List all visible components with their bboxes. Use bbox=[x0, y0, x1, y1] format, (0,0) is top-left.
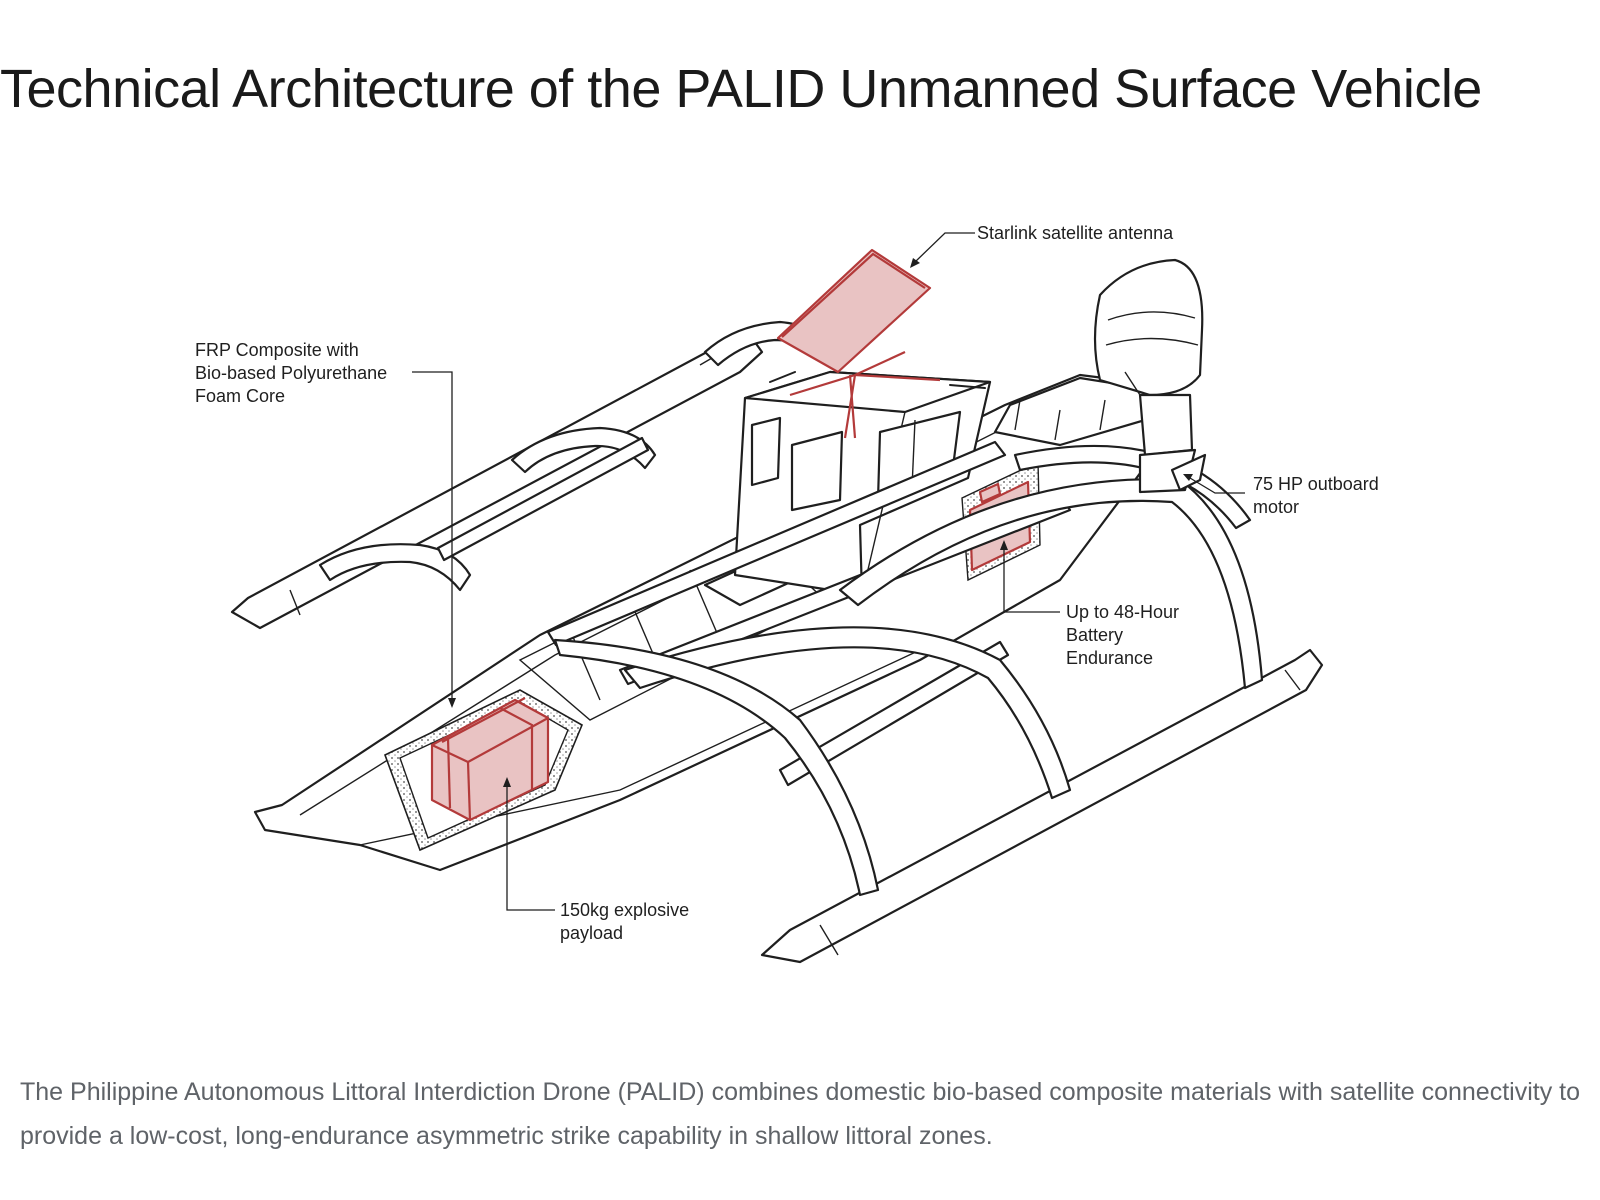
vessel-diagram: Starlink satellite antenna FRP Composite… bbox=[0, 190, 1600, 1030]
vessel-illustration: Starlink satellite antenna FRP Composite… bbox=[195, 223, 1384, 964]
label-explosive-payload: 150kg explosive payload bbox=[560, 900, 694, 943]
callout-leaders bbox=[412, 232, 1245, 911]
page-title: Technical Architecture of the PALID Unma… bbox=[0, 59, 1482, 119]
starlink-dish-icon bbox=[776, 248, 941, 439]
label-battery-endurance: Up to 48-Hour Battery Endurance bbox=[1066, 602, 1184, 668]
main-hull bbox=[253, 373, 1162, 872]
figure-caption: The Philippine Autonomous Littoral Inter… bbox=[20, 1078, 1581, 1150]
label-starlink-antenna: Starlink satellite antenna bbox=[977, 223, 1174, 243]
outrigger-arches-front bbox=[436, 436, 1264, 897]
outboard-motor-icon bbox=[1093, 258, 1207, 494]
label-outboard-motor: 75 HP outboard motor bbox=[1253, 474, 1384, 517]
payload-crate-icon bbox=[430, 697, 550, 822]
label-frp-composite: FRP Composite with Bio-based Polyurethan… bbox=[195, 340, 392, 406]
